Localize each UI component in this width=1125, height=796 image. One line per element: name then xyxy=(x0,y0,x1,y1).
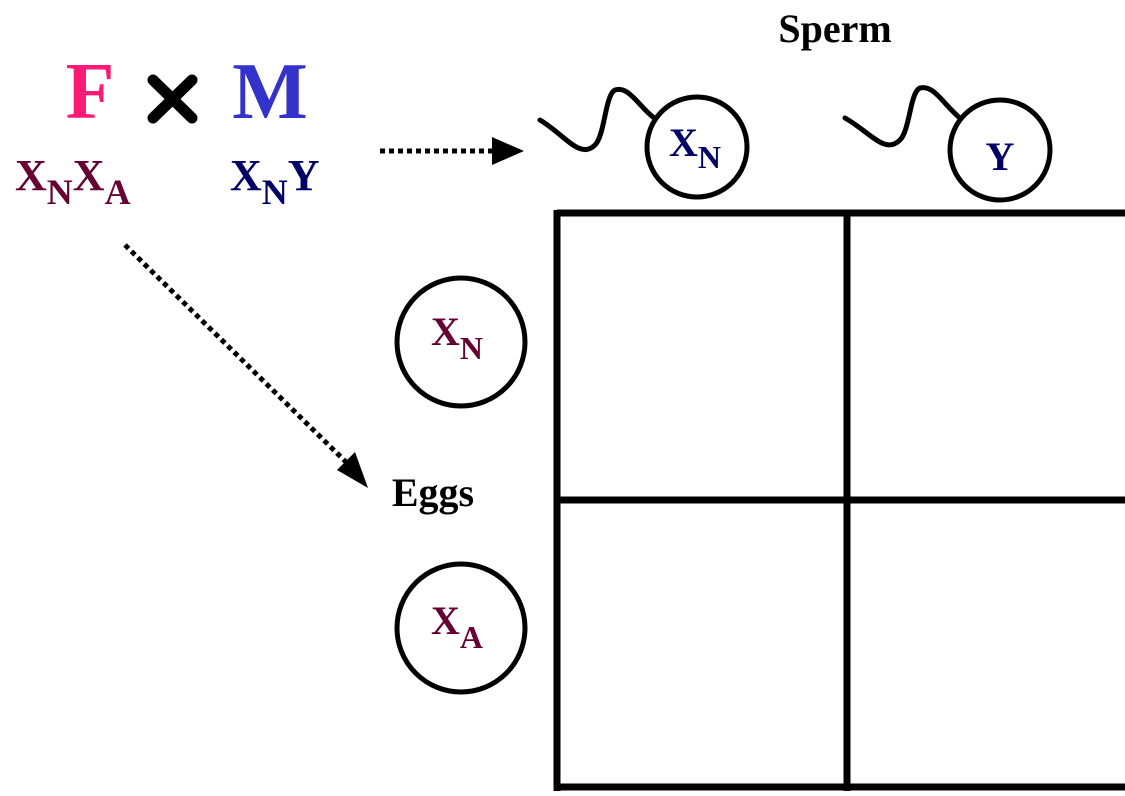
arrow-to-eggs xyxy=(123,243,368,488)
male-parent-letter: M xyxy=(232,48,308,136)
punnett-cell-top-right xyxy=(847,213,1125,500)
female-parent-letter: F xyxy=(66,48,115,136)
punnett-cell-bottom-left xyxy=(557,500,847,789)
eggs-label: Eggs xyxy=(392,470,474,515)
egg-xa: XA xyxy=(394,561,528,695)
egg-xn: XN xyxy=(394,275,528,409)
sperm-tail-icon xyxy=(537,86,663,153)
punnett-cell-bottom-right xyxy=(847,500,1125,789)
female-genotype: XNXA xyxy=(15,151,131,212)
sperm-xn: XN xyxy=(537,86,750,200)
sperm-y: Y xyxy=(842,85,1053,203)
punnett-cell-top-left xyxy=(557,213,847,500)
male-genotype: XNY xyxy=(230,151,320,212)
sperm-tail-icon xyxy=(842,85,968,148)
svg-text:Y: Y xyxy=(986,134,1015,179)
punnett-grid xyxy=(553,209,1125,791)
svg-text:XN: XN xyxy=(431,309,483,366)
arrow-to-sperm xyxy=(380,137,524,165)
cross-symbol xyxy=(147,74,198,124)
svg-text:XA: XA xyxy=(431,598,483,655)
svg-text:XN: XN xyxy=(669,120,721,175)
sperm-label: Sperm xyxy=(778,6,891,51)
